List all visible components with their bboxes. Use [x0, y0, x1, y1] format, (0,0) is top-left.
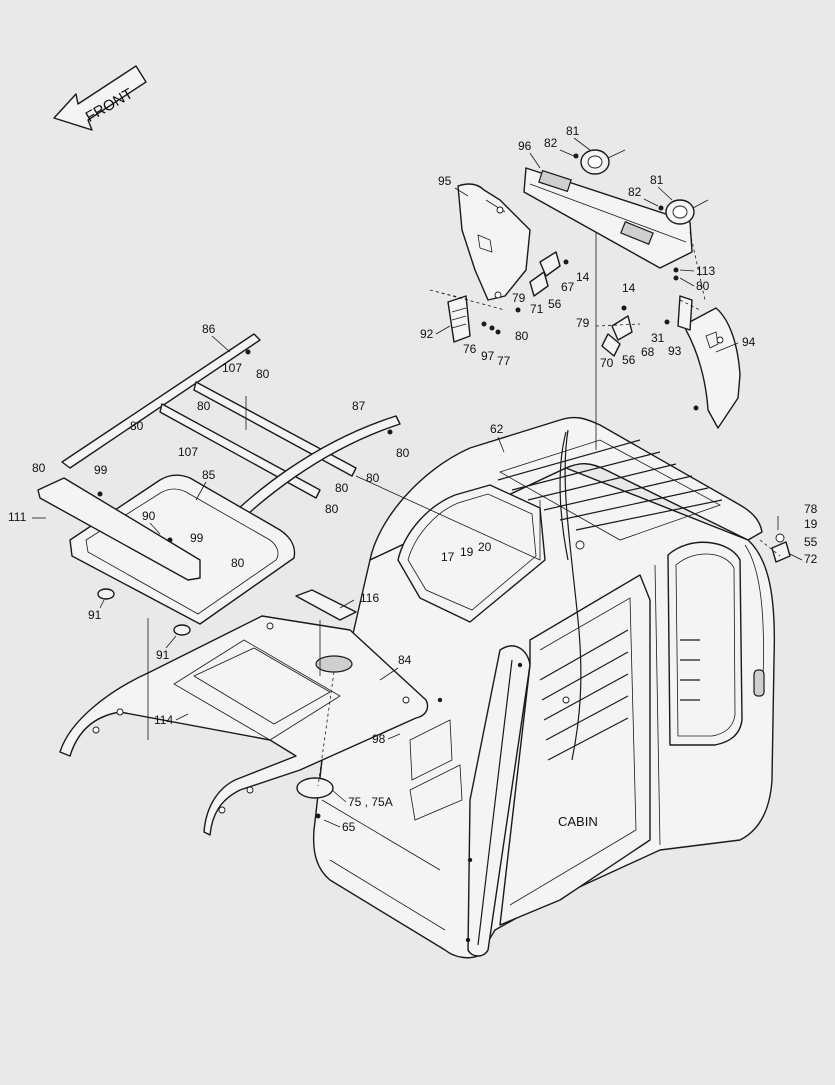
callout-99: 99: [190, 531, 204, 545]
callout-80: 80: [696, 279, 710, 293]
callout-90: 90: [142, 509, 156, 523]
callout-93: 93: [668, 344, 682, 358]
callout-80: 80: [325, 502, 339, 516]
callout-113: 113: [696, 264, 715, 278]
callout-81: 81: [566, 124, 580, 138]
callout-72: 72: [804, 552, 818, 566]
callout-99: 99: [94, 463, 108, 477]
callout-62: 62: [490, 422, 504, 436]
callout-79: 79: [576, 316, 590, 330]
callout-19: 19: [804, 517, 818, 531]
callout-107: 107: [178, 445, 198, 459]
callout-87: 87: [352, 399, 366, 413]
sunroof-front-bar: [37, 477, 201, 581]
callout-116: 116: [360, 591, 379, 605]
rear-speaker-panel: [523, 149, 709, 281]
reference-lines: [147, 231, 781, 787]
callout-91: 91: [88, 608, 102, 622]
right-rear-pillar-trim: [677, 295, 741, 429]
callout-14: 14: [576, 270, 590, 284]
callout-80: 80: [396, 446, 410, 460]
callout-65: 65: [342, 820, 356, 834]
callout-71: 71: [530, 302, 544, 316]
callout-114: 114: [154, 713, 173, 727]
cabin-label: CABIN: [558, 814, 598, 829]
left-rear-pillar-trim: [457, 183, 531, 301]
callout-80: 80: [231, 556, 245, 570]
callout-68: 68: [641, 345, 655, 359]
callout-82: 82: [628, 185, 642, 199]
callout-77: 77: [497, 354, 511, 368]
callout-94: 94: [742, 335, 756, 349]
callout-19: 19: [460, 545, 474, 559]
front-direction-arrow: FRONT: [53, 65, 147, 131]
sunroof-knobs: [97, 588, 191, 636]
headliner-panel: [59, 615, 429, 836]
callout-84: 84: [398, 653, 412, 667]
callout-55: 55: [804, 535, 818, 549]
callout-78: 78: [804, 502, 818, 516]
callout-86: 86: [202, 322, 216, 336]
callout-leaders: [32, 137, 803, 828]
callout-31: 31: [651, 331, 665, 345]
callout-labels: 81 96 82 95 82 81 113 80 14 67 79 71 56 …: [8, 124, 818, 834]
roof-strip-107-upper: [193, 381, 357, 477]
callout-20: 20: [478, 540, 492, 554]
roof-side-trim-left: [61, 333, 261, 469]
handle-bracket: [771, 516, 791, 563]
callout-56: 56: [548, 297, 562, 311]
callout-76: 76: [463, 342, 477, 356]
callout-56: 56: [622, 353, 636, 367]
callout-91: 91: [156, 648, 170, 662]
callout-85: 85: [202, 468, 216, 482]
callout-96: 96: [518, 139, 532, 153]
callout-80: 80: [197, 399, 211, 413]
brackets-and-clips: [429, 251, 701, 357]
callout-80: 80: [256, 367, 270, 381]
callout-92: 92: [420, 327, 434, 341]
cabin-body: [312, 416, 776, 959]
callout-95: 95: [438, 174, 452, 188]
callout-80: 80: [130, 419, 144, 433]
callout-82: 82: [544, 136, 558, 150]
callout-70: 70: [600, 356, 614, 370]
callout-67: 67: [561, 280, 575, 294]
callout-81: 81: [650, 173, 664, 187]
callout-80: 80: [32, 461, 46, 475]
callout-111: 111: [8, 510, 27, 524]
callout-80: 80: [366, 471, 380, 485]
callout-80: 80: [515, 329, 529, 343]
callout-80: 80: [335, 481, 349, 495]
callout-97: 97: [481, 349, 495, 363]
callout-14: 14: [622, 281, 636, 295]
callout-79: 79: [512, 291, 526, 305]
callout-75-75A: 75 , 75A: [348, 795, 393, 809]
callout-98: 98: [372, 732, 386, 746]
headliner-pad: [295, 589, 357, 621]
callout-17: 17: [441, 550, 455, 564]
dome-lamp: [296, 777, 334, 819]
callout-107: 107: [222, 361, 242, 375]
